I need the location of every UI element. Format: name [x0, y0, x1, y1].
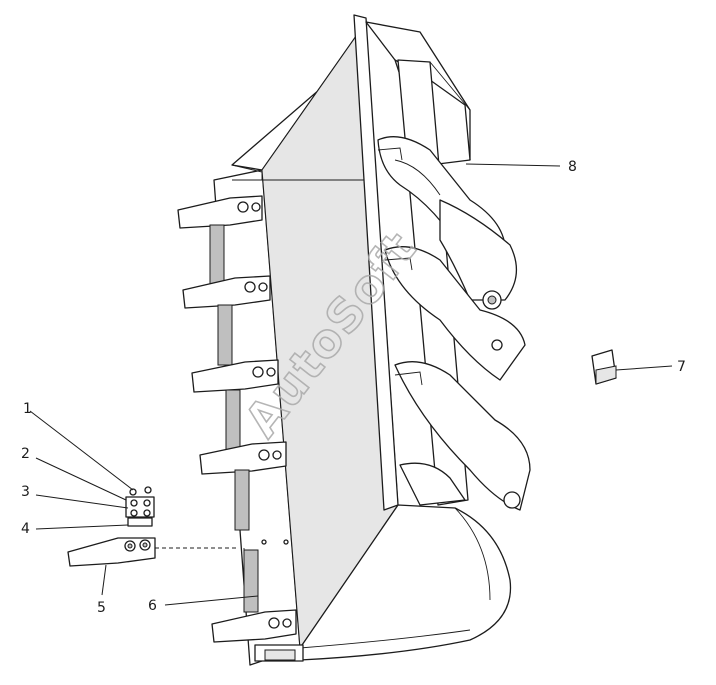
callout-5: 5	[97, 600, 106, 616]
callout-6: 6	[148, 598, 157, 614]
callout-1: 1	[23, 401, 32, 417]
callout-7: 7	[677, 359, 686, 375]
bucket-body	[213, 14, 512, 666]
wear-block	[591, 349, 617, 385]
callouts: 1 2 3 4 5 6 7 8	[21, 159, 686, 616]
bucket-teeth	[177, 195, 297, 643]
callout-8: 8	[568, 159, 577, 175]
tooth-3	[191, 359, 279, 451]
callout-2: 2	[21, 446, 30, 462]
exploded-tooth-parts	[67, 486, 238, 567]
tooth-4	[199, 441, 287, 531]
nut-part	[129, 488, 137, 496]
callout-3: 3	[21, 484, 30, 500]
rear-frame-and-brackets	[365, 21, 531, 511]
tooth-1	[177, 195, 263, 286]
tooth-2	[182, 275, 271, 366]
callout-4: 4	[21, 521, 30, 537]
